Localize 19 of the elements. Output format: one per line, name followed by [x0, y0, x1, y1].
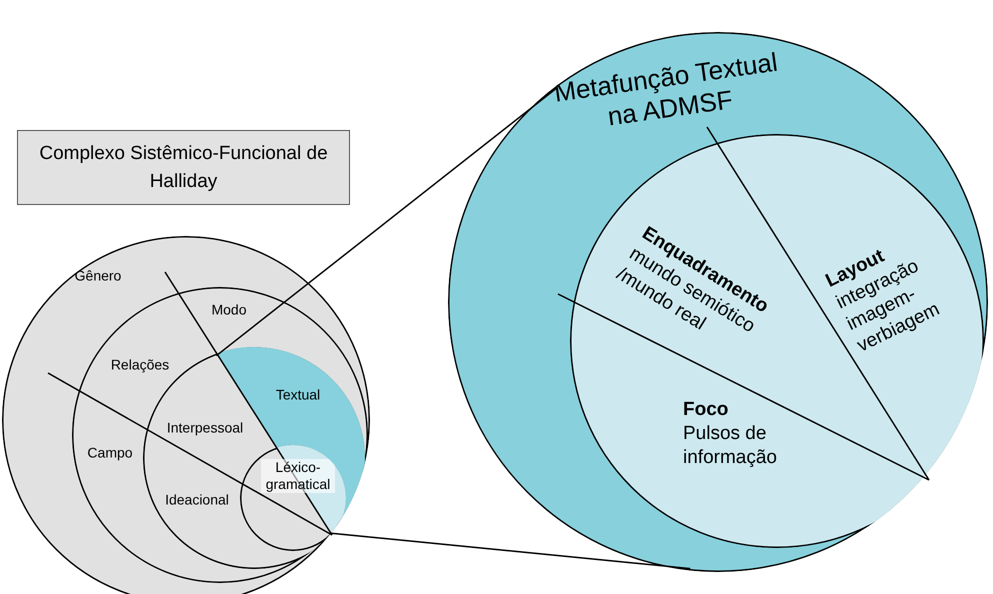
ring-label: Ideacional	[164, 492, 230, 508]
circle	[570, 134, 984, 548]
connector-line	[330, 532, 690, 570]
circle	[72, 287, 368, 583]
ring-label: Interpessoal	[166, 420, 244, 436]
connector-line	[216, 87, 558, 356]
title-box	[17, 130, 350, 205]
ring-label: Léxico-gramatical	[261, 459, 335, 493]
box-title: Complexo Sistêmico-Funcional de Halliday	[38, 142, 329, 194]
circle-title: Metafunção Textual na ADMSF	[551, 46, 780, 134]
sector-heading: Foco	[683, 398, 730, 422]
sector-text: Pulsos de informação	[683, 422, 778, 470]
circle	[240, 445, 346, 551]
ring-label: Campo	[86, 444, 134, 462]
ring-label: Textual	[274, 386, 322, 404]
circle	[448, 32, 988, 572]
ring-label: Relações	[110, 356, 170, 374]
ring-label: Gênero	[74, 268, 122, 284]
ring-label: Modo	[210, 302, 248, 318]
